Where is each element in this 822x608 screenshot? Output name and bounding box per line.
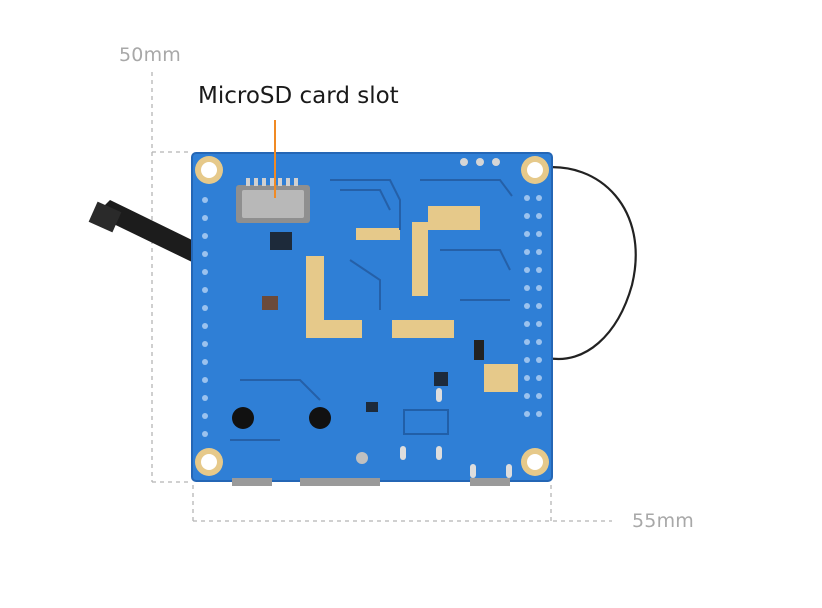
- bottom-connectors: [232, 478, 510, 486]
- microsd-callout-label: MicroSD card slot: [198, 83, 399, 109]
- top-header-pins: [460, 158, 500, 166]
- header-pins-right: [524, 195, 542, 417]
- microsd-card-slot: [236, 178, 310, 223]
- components: [232, 232, 512, 478]
- height-dimension-label: 50mm: [119, 44, 181, 66]
- circuit-traces: [230, 179, 513, 441]
- header-pins-left: [202, 197, 208, 437]
- width-dimension-label: 55mm: [632, 510, 694, 532]
- antenna-wire: [539, 166, 637, 361]
- usb-cable-end: [88, 201, 122, 233]
- dimension-guides: [151, 72, 612, 522]
- antenna-pads: [306, 206, 518, 392]
- mounting-holes: [195, 156, 549, 476]
